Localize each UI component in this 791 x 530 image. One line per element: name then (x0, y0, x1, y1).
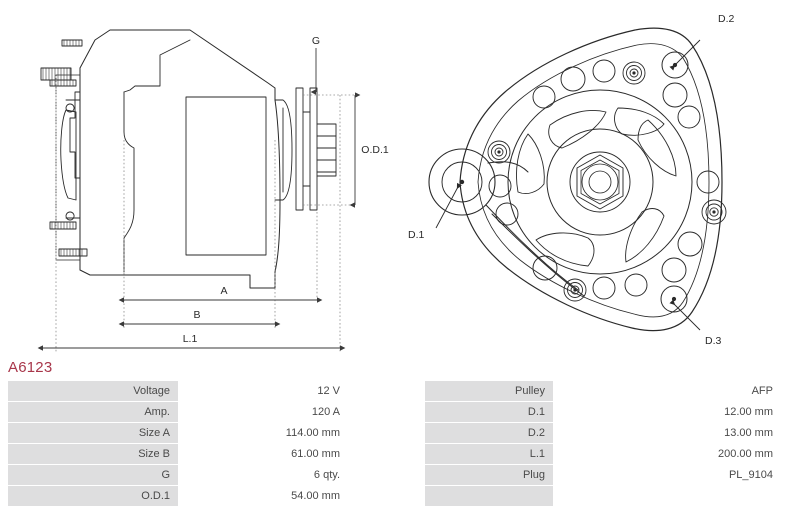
spec-label-right (425, 486, 555, 507)
table-column-gap (350, 381, 425, 402)
spec-label-right: D.1 (425, 402, 555, 423)
spec-label-left: Size B (8, 444, 180, 465)
spec-label-left: Voltage (8, 381, 180, 402)
dimension-label-od1: O.D.1 (361, 144, 389, 156)
table-column-gap (350, 423, 425, 444)
part-number-title: A6123 (8, 359, 53, 376)
alternator-end-view: D.2 D.1 D.3 (408, 13, 735, 347)
table-column-gap (350, 486, 425, 507)
dimension-label-b: B (193, 309, 200, 321)
spec-label-left: Amp. (8, 402, 180, 423)
dimension-label-d1: D.1 (408, 229, 425, 241)
table-column-gap (350, 402, 425, 423)
alternator-side-view: G O.D.1 A B L.1 (37, 29, 389, 352)
spec-label-right: L.1 (425, 444, 555, 465)
table-column-gap (350, 465, 425, 486)
spec-value-right (555, 486, 783, 507)
spec-label-right: Pulley (425, 381, 555, 402)
dimension-label-l1: L.1 (183, 333, 198, 345)
spec-value-left: 12 V (180, 381, 350, 402)
spec-label-right: D.2 (425, 423, 555, 444)
spec-label-left: O.D.1 (8, 486, 180, 507)
spec-value-left: 6 qty. (180, 465, 350, 486)
spec-label-left: G (8, 465, 180, 486)
spec-value-left: 114.00 mm (180, 423, 350, 444)
spec-label-left: Size A (8, 423, 180, 444)
dimension-label-a: A (220, 285, 227, 297)
dimension-label-d2: D.2 (718, 13, 735, 25)
spec-value-left: 61.00 mm (180, 444, 350, 465)
table-column-gap (350, 444, 425, 465)
spec-value-right: 200.00 mm (555, 444, 783, 465)
spec-label-right: Plug (425, 465, 555, 486)
spec-value-right: 13.00 mm (555, 423, 783, 444)
spec-value-left: 54.00 mm (180, 486, 350, 507)
dimension-label-d3: D.3 (705, 335, 722, 347)
spec-value-left: 120 A (180, 402, 350, 423)
dimension-label-g: G (312, 35, 320, 47)
spec-value-right: PL_9104 (555, 465, 783, 486)
drawings-area: G O.D.1 A B L.1 (37, 13, 735, 352)
spec-value-right: 12.00 mm (555, 402, 783, 423)
spec-value-right: AFP (555, 381, 783, 402)
